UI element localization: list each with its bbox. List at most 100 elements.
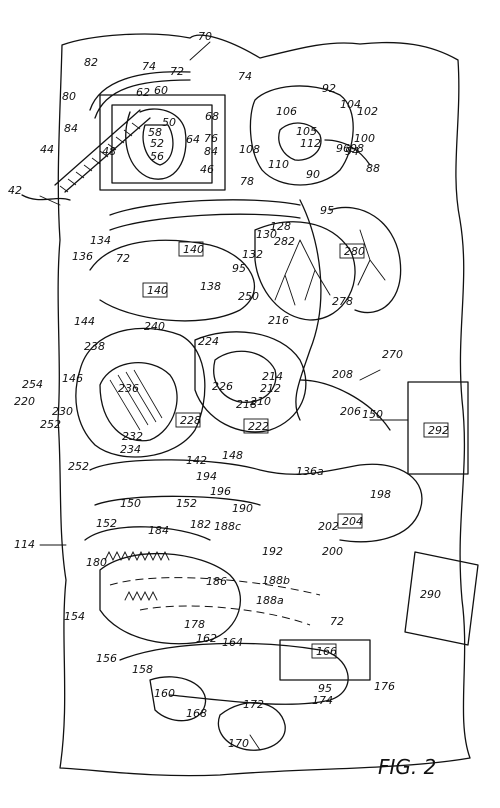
ref-label: 102 [357, 105, 378, 118]
ref-label: 240 [144, 320, 165, 333]
ref-label: 106 [276, 105, 297, 118]
label-boxes [142, 241, 449, 659]
ref-label: 80 [62, 90, 76, 103]
ref-label-boxed: 140 [183, 243, 204, 256]
ref-label: 212 [260, 382, 281, 395]
ref-label: 64 [186, 133, 200, 146]
ref-label: 95 [318, 682, 332, 695]
ref-label: 182 [190, 518, 211, 531]
ref-label: 68 [205, 110, 219, 123]
ref-label: 108 [239, 143, 260, 156]
ref-label: 178 [184, 618, 205, 631]
ref-label: 94 [345, 145, 359, 158]
ref-label: 58 [148, 126, 162, 139]
bottom-organs [149, 639, 371, 751]
ref-label: 98 [350, 142, 364, 155]
ref-label: 188c [214, 520, 241, 533]
ref-label: 162 [196, 632, 217, 645]
ref-label-boxed: 204 [342, 515, 363, 528]
ref-label: 148 [222, 449, 243, 462]
ref-label: 144 [74, 315, 95, 328]
ref-label: 174 [312, 694, 333, 707]
ref-label: 190 [232, 502, 253, 515]
ref-label: 70 [198, 30, 212, 43]
ref-label: 112 [300, 137, 321, 150]
ref-label: 282 [274, 235, 295, 248]
ref-label: 132 [242, 248, 263, 261]
ref-label-boxed: 292 [428, 424, 449, 437]
ref-label: 74 [142, 60, 156, 73]
ref-label: 72 [170, 65, 184, 78]
organ-mid [194, 331, 391, 433]
leader-lines [39, 41, 381, 751]
ref-label: 150 [120, 497, 141, 510]
ref-label: 170 [228, 737, 249, 750]
ref-label: 100 [354, 132, 375, 145]
ref-label: 104 [340, 98, 361, 111]
ref-label: 252 [68, 460, 89, 473]
ref-label: 96 [336, 142, 350, 155]
ref-label: 84 [64, 122, 78, 135]
ref-label: 74 [238, 70, 252, 83]
ref-label: 232 [122, 430, 143, 443]
ref-label: 78 [240, 175, 254, 188]
ref-label: 142 [186, 454, 207, 467]
ref-label: 278 [332, 295, 353, 308]
ref-label: 92 [322, 82, 336, 95]
ref-label: 216 [268, 314, 289, 327]
ref-label: 152 [176, 497, 197, 510]
ref-label: 95 [232, 262, 246, 275]
ref-label: 158 [132, 663, 153, 676]
heart-region [75, 327, 206, 458]
ref-label: 50 [162, 116, 176, 129]
control-box [99, 94, 226, 191]
ref-label: 136 [72, 250, 93, 263]
ref-label: 234 [120, 443, 141, 456]
ref-label: 188a [256, 594, 284, 607]
ref-label: 52 [150, 137, 164, 150]
ref-label: 184 [148, 524, 169, 537]
ref-label: 164 [222, 636, 243, 649]
ref-label: 192 [262, 545, 283, 558]
ref-label: 176 [374, 680, 395, 693]
ref-label: 198 [370, 488, 391, 501]
figure-title: FIG. 2 [378, 755, 436, 779]
ref-label: 236 [118, 382, 139, 395]
ref-label: 90 [306, 168, 320, 181]
ref-label: 46 [200, 163, 214, 176]
lung-tree [254, 206, 402, 321]
ref-label: 270 [382, 348, 403, 361]
ref-label: 128 [270, 220, 291, 233]
reference-labels: 70 72 74 80 82 84 44 42 48 50 52 56 58 6… [8, 30, 449, 750]
ref-label: 48 [102, 145, 116, 158]
ref-label: 160 [154, 687, 175, 700]
ref-label: 172 [243, 698, 264, 711]
ref-label: 152 [96, 517, 117, 530]
ref-label: 146 [62, 372, 83, 385]
ref-label: 250 [238, 290, 259, 303]
ref-label: 150 [362, 408, 383, 421]
ref-label: 254 [22, 378, 43, 391]
ref-label: 42 [8, 184, 22, 197]
ref-label: 238 [84, 340, 105, 353]
central-tubes [89, 199, 322, 421]
ref-label: 156 [96, 652, 117, 665]
ref-label: 202 [318, 520, 339, 533]
ref-label: 136a [296, 465, 324, 478]
ref-label-boxed: 222 [248, 420, 269, 433]
ref-label: 56 [150, 150, 164, 163]
ref-label: 110 [268, 158, 289, 171]
ref-label-boxed: 140 [147, 284, 168, 297]
ref-label-boxed: 280 [344, 245, 365, 258]
ref-label: 60 [154, 84, 168, 97]
ref-label: 224 [198, 335, 219, 348]
ref-label: 114 [14, 538, 35, 551]
ref-label: 72 [116, 252, 130, 265]
ref-label: 134 [90, 234, 111, 247]
ref-label: 220 [14, 395, 35, 408]
ref-label: 88 [366, 162, 380, 175]
ref-label: 180 [86, 556, 107, 569]
side-boxes [369, 381, 479, 646]
ref-label: 72 [330, 615, 344, 628]
